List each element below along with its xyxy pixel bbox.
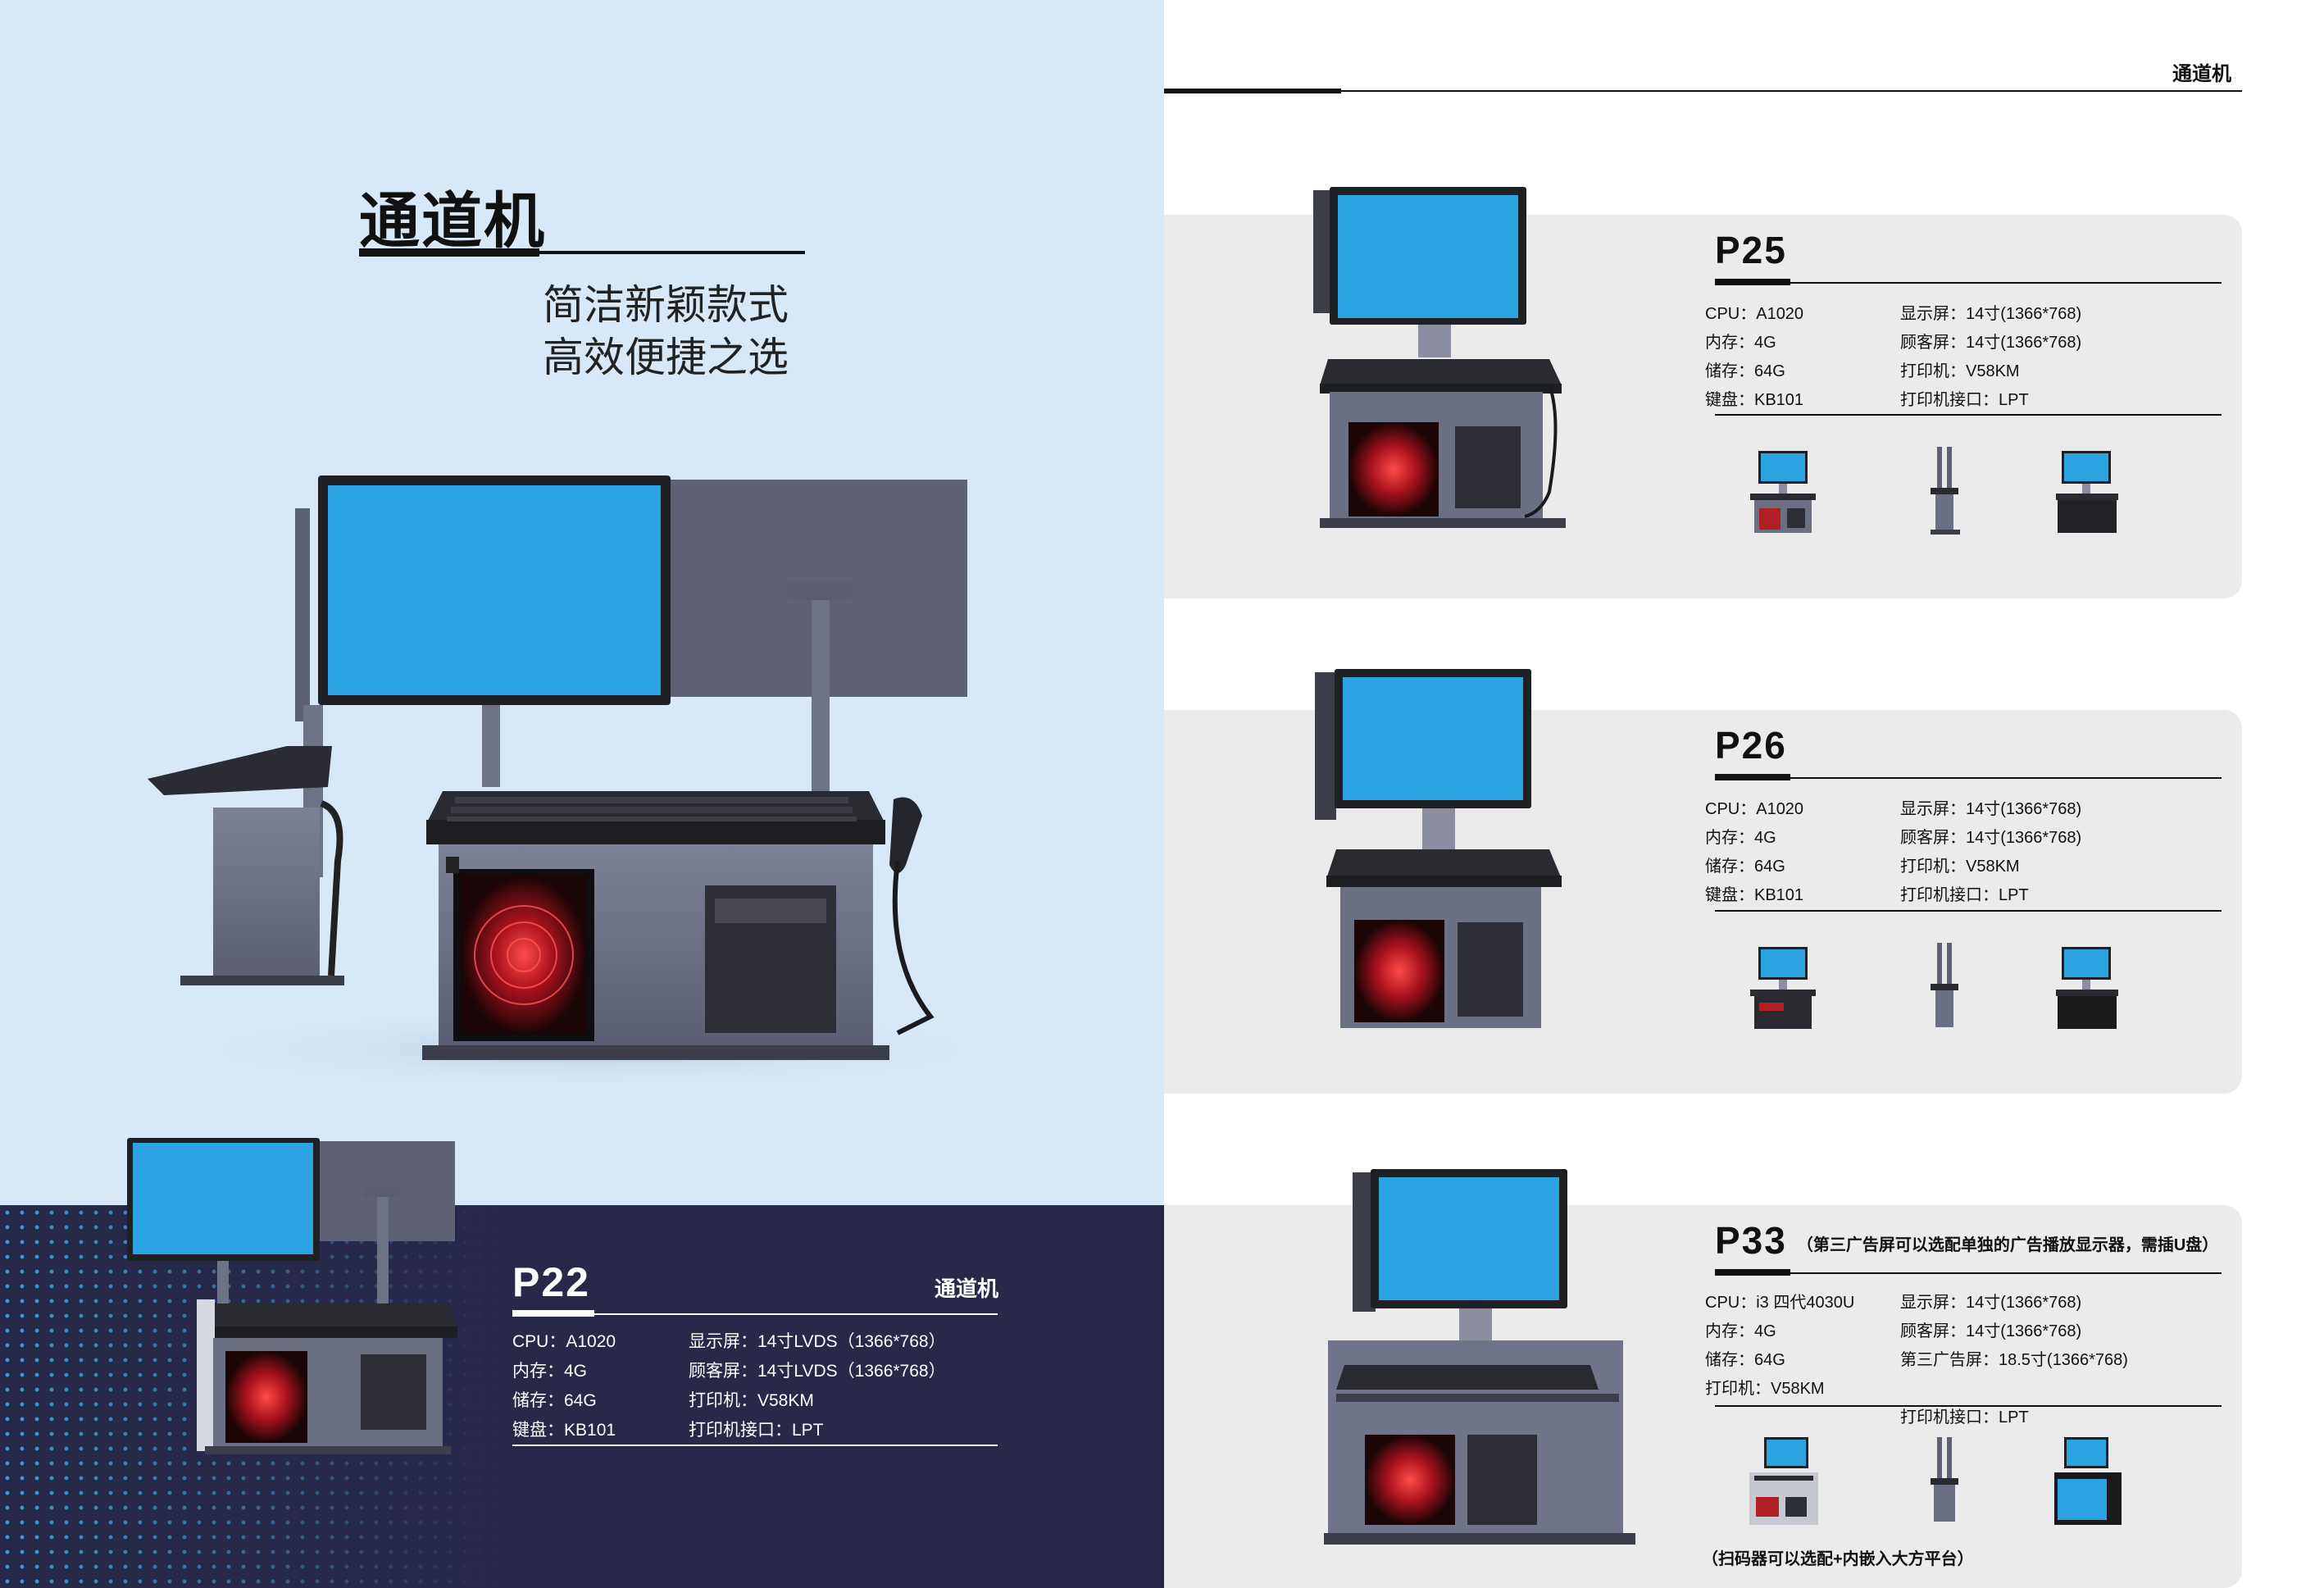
page-title: 通道机 <box>359 186 546 257</box>
spec-item: CPU：A1020 <box>1705 800 1804 818</box>
p33-divider-accent <box>1715 1269 1790 1276</box>
p26-spec-grid: CPU：A1020 显示屏：14寸(1366*768) 内存：4G 顾客屏：14… <box>1705 795 2230 905</box>
spec-item: 打印机：V58KM <box>689 1391 814 1410</box>
spec-item <box>1900 1375 2228 1399</box>
p26-model-name: P26 <box>1715 724 1787 767</box>
p33-model-name: P33 （第三广告屏可以选配单独的广告播放显示器，需插U盘） <box>1715 1218 2218 1263</box>
p33-thumbnail-front <box>1749 1437 1818 1525</box>
spec-item: 内存：4G <box>1705 1322 1776 1340</box>
tagline-line-2: 高效便捷之选 <box>543 334 789 381</box>
p26-thumbnail-front <box>1750 947 1816 1029</box>
spec-item: 打印机接口：LPT <box>1900 391 2029 409</box>
p33-divider <box>1715 1272 2222 1274</box>
spec-item: 打印机接口：LPT <box>1900 886 2029 904</box>
p25-model-name: P25 <box>1715 229 1787 271</box>
tagline: 简洁新颖款式 高效便捷之选 <box>543 279 789 384</box>
spec-item: 顾客屏：14寸(1366*768) <box>1900 1322 2082 1340</box>
tagline-line-1: 简洁新颖款式 <box>543 281 789 329</box>
left-page: 通道机 简洁新颖款式 高效便捷之选 <box>0 0 1164 1588</box>
p25-thumbnail-front <box>1750 451 1816 533</box>
p25-bottom-divider <box>1715 414 2222 416</box>
p25-divider <box>1715 282 2222 284</box>
p22-divider-accent <box>512 1310 594 1317</box>
spec-item: CPU：i3 四代4030U <box>1705 1294 1855 1312</box>
header-rule-accent <box>1164 89 1341 93</box>
spec-item: 打印机：V58KM <box>1900 362 2020 380</box>
running-header: 通道机 <box>2172 63 2231 85</box>
spec-item: 显示屏：14寸(1366*768) <box>1900 305 2082 323</box>
spec-item: 储存：64G <box>512 1391 597 1410</box>
spec-item: 打印机：V58KM <box>1705 1380 1825 1398</box>
p25-divider-accent <box>1715 279 1790 285</box>
title-underline <box>359 251 805 254</box>
spec-item: 顾客屏：14寸(1366*768) <box>1900 334 2082 352</box>
p33-model-note: （第三广告屏可以选配单独的广告播放显示器，需插U盘） <box>1796 1236 2219 1255</box>
spec-item: 键盘：KB101 <box>512 1421 616 1440</box>
p22-spec-grid: CPU：A1020 显示屏：14寸LVDS（1366*768） 内存：4G 顾客… <box>512 1328 1004 1441</box>
p33-terminal-image <box>1324 1169 1635 1545</box>
spec-item: 打印机：V58KM <box>1900 858 2020 876</box>
spec-item: 键盘：KB101 <box>1705 886 1804 904</box>
spec-item: CPU：A1020 <box>1705 305 1804 323</box>
p22-bottom-divider <box>512 1445 998 1446</box>
spec-item: 顾客屏：14寸LVDS（1366*768） <box>689 1362 946 1381</box>
hero-terminal-image <box>148 475 1016 1082</box>
p33-model-code: P33 <box>1715 1219 1787 1262</box>
spec-item: 显示屏：14寸(1366*768) <box>1900 1294 2082 1312</box>
p33-spec-grid: CPU：i3 四代4030U 显示屏：14寸(1366*768) 内存：4G 顾… <box>1705 1289 2230 1427</box>
p25-thumbnail-rear <box>2056 451 2118 533</box>
spec-item: 显示屏：14寸(1366*768) <box>1900 800 2082 818</box>
spec-item: 第三广告屏：18.5寸(1366*768) <box>1900 1351 2128 1369</box>
right-page: 通道机 P25 CPU：A1020 显示屏：14寸(1366*768) 内存：4… <box>1164 0 2324 1588</box>
spec-item: 内存：4G <box>1705 829 1776 847</box>
p22-category-label: 通道机 <box>935 1276 999 1301</box>
header-rule <box>1164 90 2242 92</box>
p25-spec-grid: CPU：A1020 显示屏：14寸(1366*768) 内存：4G 顾客屏：14… <box>1705 300 2230 410</box>
p25-terminal-image <box>1313 187 1566 528</box>
spec-item: 打印机接口：LPT <box>689 1421 824 1440</box>
spec-item: 打印机接口：LPT <box>1900 1408 2029 1426</box>
spec-item: 内存：4G <box>512 1362 588 1381</box>
p33-thumbnail-rear <box>2054 1437 2122 1525</box>
p25-thumbnail-side <box>1931 447 1960 535</box>
p26-bottom-divider <box>1715 910 2222 912</box>
p33-thumbnail-side <box>1931 1437 1958 1522</box>
p22-divider <box>512 1313 998 1315</box>
p26-thumbnail-rear <box>2056 947 2118 1029</box>
p26-divider-accent <box>1715 774 1790 780</box>
spec-item: 储存：64G <box>1705 858 1785 876</box>
spec-item: 显示屏：14寸LVDS（1366*768） <box>689 1332 946 1351</box>
p26-terminal-image <box>1315 669 1562 1028</box>
p22-terminal-image <box>127 1138 457 1454</box>
spec-item: 储存：64G <box>1705 362 1785 380</box>
p22-model-name: P22 <box>512 1259 590 1305</box>
p33-footnote: （扫码器可以选配+内嵌入大方平台） <box>1702 1550 1974 1568</box>
spec-item: CPU：A1020 <box>512 1332 616 1351</box>
p26-divider <box>1715 777 2222 779</box>
p26-thumbnail-side <box>1931 943 1958 1027</box>
spec-item: 键盘：KB101 <box>1705 391 1804 409</box>
spec-item <box>1705 1404 1900 1427</box>
spec-item: 内存：4G <box>1705 334 1776 352</box>
spec-item: 储存：64G <box>1705 1351 1785 1369</box>
p33-bottom-divider <box>1715 1405 2222 1407</box>
spec-item: 顾客屏：14寸(1366*768) <box>1900 829 2082 847</box>
title-underline-accent <box>359 248 539 257</box>
